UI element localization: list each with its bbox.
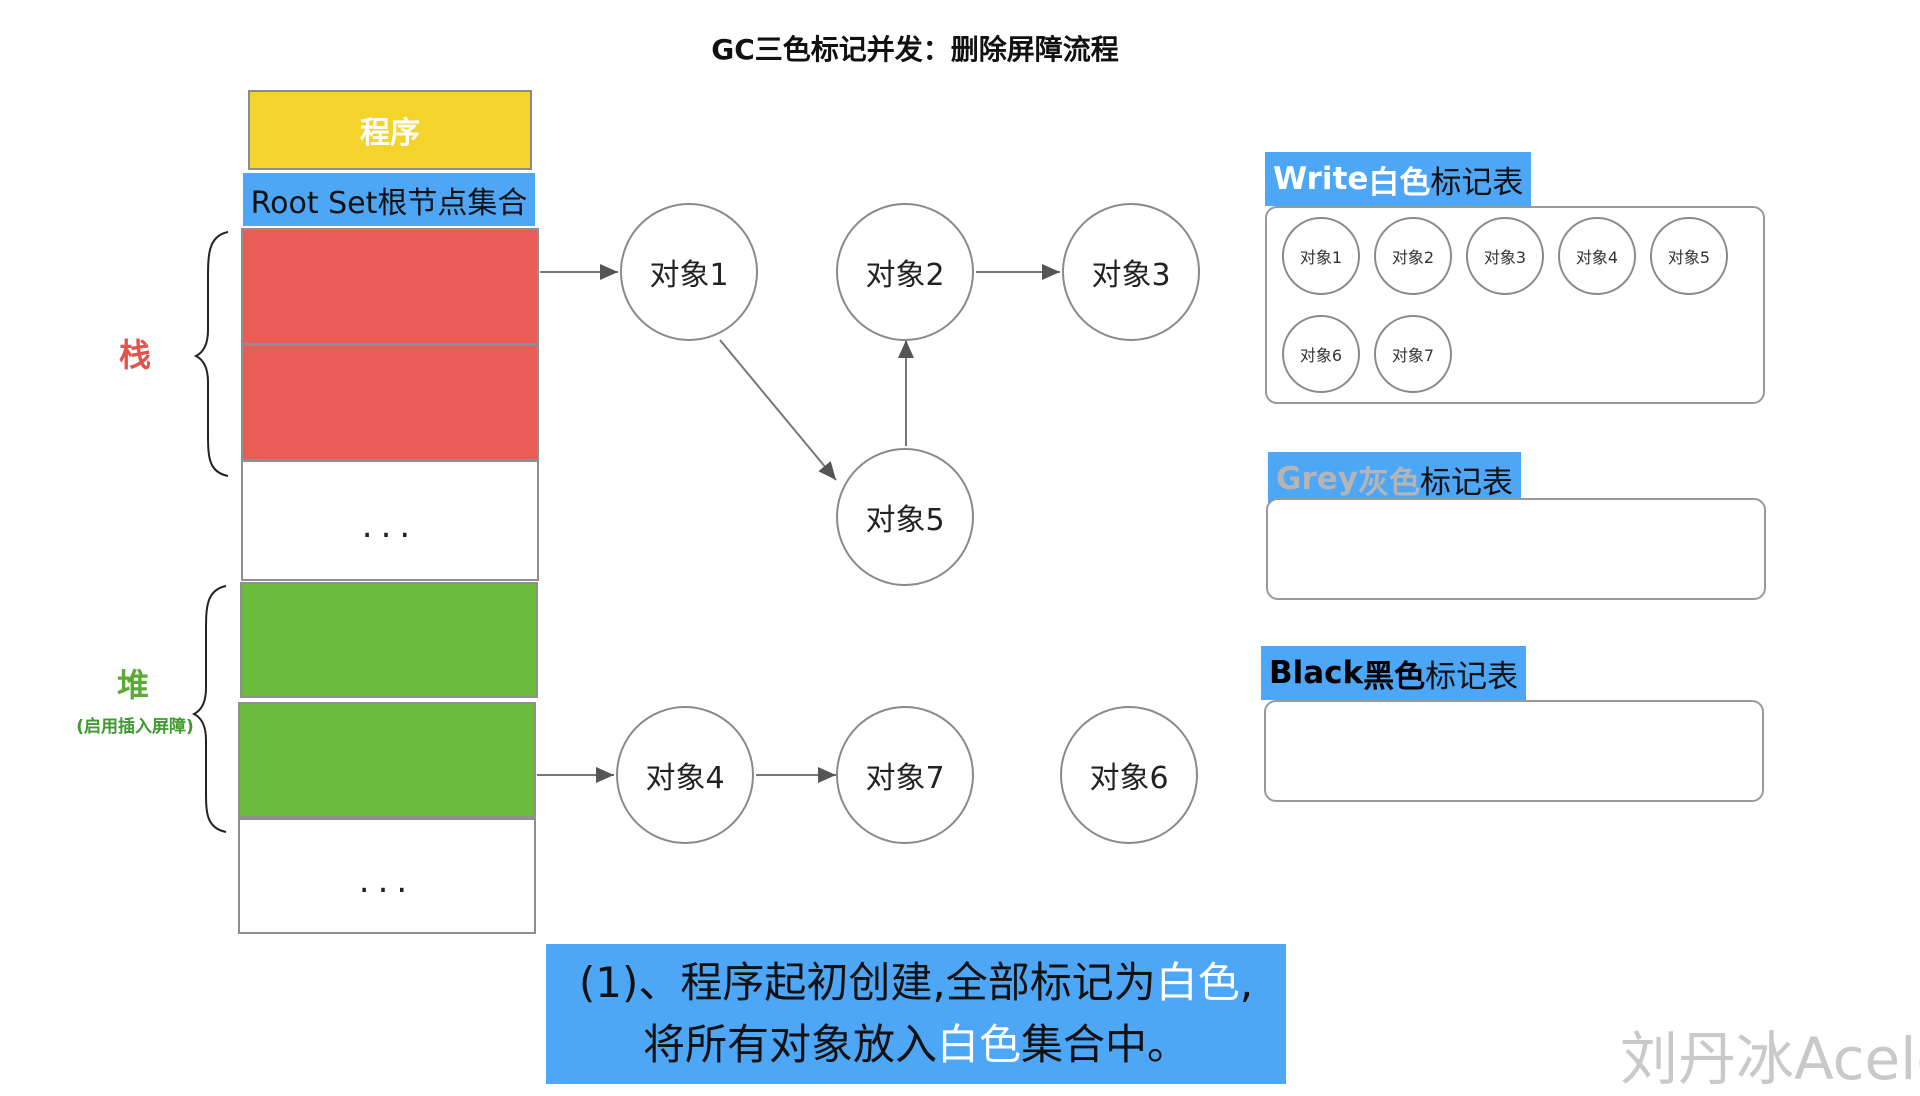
white-item-5: 对象5 (1650, 217, 1728, 295)
white-item-2: 对象2 (1374, 217, 1452, 295)
caption-line1-end: , (1239, 958, 1254, 1007)
white-title-suffix: 标记表 (1430, 164, 1524, 201)
black-table-title: Black 黑色标记表 (1261, 646, 1527, 700)
caption-line1-text: (1)、程序起初创建,全部标记为 (578, 958, 1156, 1007)
node-obj4: 对象4 (616, 706, 754, 844)
black-title-suffix: 标记表 (1425, 658, 1519, 695)
node-obj3: 对象3 (1062, 203, 1200, 341)
black-title-color: 黑色 (1363, 658, 1426, 695)
arrow-obj1-to-obj5 (719, 339, 837, 481)
caption-line-1: (1)、程序起初创建,全部标记为白色, (546, 952, 1286, 1014)
stack-brace (193, 231, 229, 477)
author-watermark: 刘丹冰Aceld (1620, 1025, 1920, 1093)
caption-line2-text: 将所有对象放入 (642, 1020, 937, 1069)
node-obj2: 对象2 (836, 203, 974, 341)
heap-note: (启用插入屏障) (76, 717, 194, 737)
caption-line2-end: 集合中。 (1021, 1020, 1190, 1069)
grey-table-box (1266, 498, 1766, 600)
grey-table-title: Grey 灰色标记表 (1268, 452, 1521, 506)
diagram-title: GC三色标记并发：删除屏障流程 (711, 33, 1119, 66)
black-title-en: Black (1269, 655, 1364, 691)
heap-cell-1 (240, 582, 538, 698)
stack-ellipsis: ... (241, 460, 539, 581)
caption-line2-highlight: 白色 (936, 1020, 1021, 1069)
caption-line-2: 将所有对象放入白色集合中。 (546, 1014, 1286, 1076)
step-caption: (1)、程序起初创建,全部标记为白色, 将所有对象放入白色集合中。 (546, 944, 1286, 1084)
white-title-en: Write (1273, 161, 1369, 197)
heap-label: 堆 (116, 666, 149, 704)
heap-brace (191, 585, 227, 833)
program-block: 程序 (248, 90, 532, 170)
white-item-4: 对象4 (1558, 217, 1636, 295)
node-obj5: 对象5 (836, 448, 974, 586)
white-table-title: Write 白色标记表 (1265, 152, 1532, 206)
node-obj6: 对象6 (1060, 706, 1198, 844)
white-item-7: 对象7 (1374, 315, 1452, 393)
node-obj1: 对象1 (620, 203, 758, 341)
grey-title-suffix: 标记表 (1419, 464, 1513, 501)
node-obj7: 对象7 (836, 706, 974, 844)
grey-title-color: 灰色 (1357, 464, 1420, 501)
white-title-color: 白色 (1368, 164, 1431, 201)
black-table-box (1264, 700, 1764, 802)
heap-cell-2 (238, 702, 536, 818)
white-item-3: 对象3 (1466, 217, 1544, 295)
grey-title-en: Grey (1276, 461, 1358, 497)
caption-line1-highlight: 白色 (1155, 958, 1240, 1007)
stack-label: 栈 (118, 336, 151, 374)
white-item-6: 对象6 (1282, 315, 1360, 393)
rootset-header: Root Set根节点集合 (243, 173, 535, 226)
white-item-1: 对象1 (1282, 217, 1360, 295)
heap-ellipsis: ... (238, 818, 536, 934)
